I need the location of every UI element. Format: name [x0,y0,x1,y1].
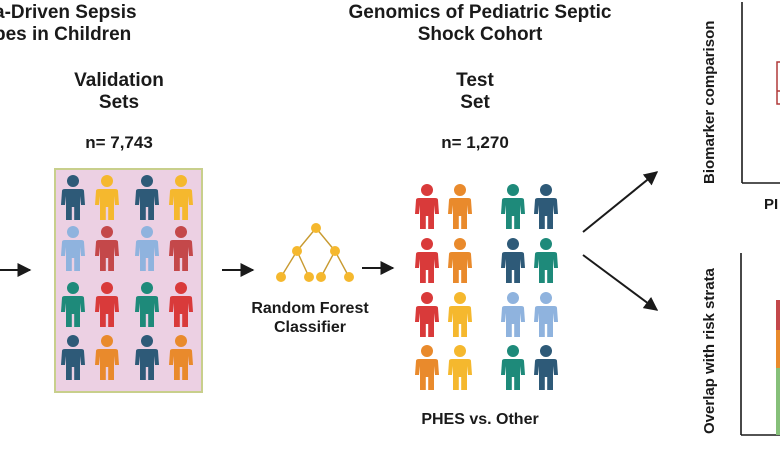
person-icon [169,335,193,380]
person-icon [135,226,159,271]
person-icon [135,335,159,380]
test-title: Test Set [430,70,520,115]
person-icon [415,345,439,390]
bottom-chart-ylabel: Overlap with risk strata [701,268,718,434]
center-header-line1: Genomics of Pediatric Septic [348,2,612,23]
arrow-test-to-top-panel [582,171,659,233]
tree-node [292,246,302,256]
person-icon [448,238,472,283]
random-forest-nodes [276,223,354,282]
person-icon [534,184,558,229]
test-count: n= 1,270 [441,133,509,152]
person-icon [95,226,119,271]
person-icon [61,226,85,271]
bottom-chart-bar-red-partial [776,300,780,330]
person-icon [169,282,193,327]
tree-node [311,223,321,233]
validation-title: Validation Sets [60,70,178,115]
bottom-chart-fragment [740,253,780,436]
person-icon [95,335,119,380]
person-icon [61,282,85,327]
person-icon [534,238,558,283]
bottom-chart-bar-orange-partial [776,330,780,368]
person-icon [448,345,472,390]
validation-title-line1: Validation [74,70,164,91]
top-chart-box-partial [776,61,780,105]
tree-node [276,272,286,282]
classifier-label-line2: Classifier [273,318,347,336]
person-icon [501,184,525,229]
tree-node [304,272,314,282]
classifier-label: Random Forest Classifier [245,300,375,338]
top-chart-xtick-partial: PI [764,196,778,213]
validation-title-line2: Sets [98,92,140,114]
test-people-group [415,184,558,390]
test-footer: PHES vs. Other [421,411,539,428]
person-icon [501,292,525,337]
person-icon [415,292,439,337]
person-icon [415,184,439,229]
person-icon [415,238,439,283]
person-icon [61,335,85,380]
person-icon [534,292,558,337]
person-icon [135,175,159,220]
validation-people-group [61,175,193,380]
center-header: Genomics of Pediatric Septic Shock Cohor… [338,2,622,47]
classifier-label-line1: Random Forest [251,300,369,317]
tree-node [344,272,354,282]
person-icon [501,345,525,390]
left-header-line2: pes in Children [0,24,132,46]
person-icon [448,292,472,337]
test-title-line1: Test [456,70,494,91]
person-icon [501,238,525,283]
left-header-line1: a-Driven Sepsis [0,2,137,23]
person-icon [135,282,159,327]
test-title-line2: Set [460,92,490,114]
center-header-line2: Shock Cohort [417,24,543,46]
validation-count: n= 7,743 [85,133,153,152]
tree-node [330,246,340,256]
tree-node [316,272,326,282]
top-chart-ylabel: Biomarker comparison [701,20,718,184]
person-icon [95,282,119,327]
arrow-test-to-bottom-panel [582,254,659,311]
top-chart-fragment: PI [741,2,780,213]
person-icon [534,345,558,390]
person-icon [61,175,85,220]
left-header: a-Driven Sepsis pes in Children [0,2,137,47]
person-icon [169,226,193,271]
bottom-chart-bar-green-partial [776,368,780,435]
person-icon [95,175,119,220]
person-icon [169,175,193,220]
person-icon [448,184,472,229]
